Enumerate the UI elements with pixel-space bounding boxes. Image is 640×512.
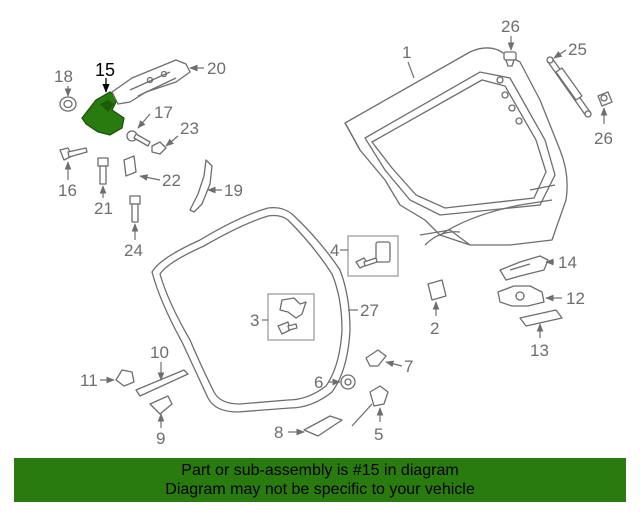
clip-7-part[interactable]	[365, 349, 387, 367]
bolt-16-part[interactable]	[59, 147, 88, 161]
nut-11-part[interactable]	[115, 369, 135, 387]
callout-27: 27	[360, 301, 379, 320]
hinge-nut-part[interactable]	[151, 141, 167, 155]
ball-stud-lower-part[interactable]	[597, 91, 613, 107]
info-banner-line-1: Part or sub-assembly is #15 in diagram	[181, 462, 459, 479]
callout-13: 13	[530, 341, 549, 360]
callout-3: 3	[250, 311, 259, 330]
callout-24: 24	[124, 241, 143, 260]
callout-12: 12	[566, 289, 585, 308]
callout-1: 1	[402, 43, 411, 62]
callout-26-right: 26	[594, 129, 613, 148]
callout-14: 14	[558, 253, 577, 272]
liftgate-part[interactable]	[344, 47, 568, 246]
rod-5-part[interactable]	[351, 385, 389, 427]
callout-11: 11	[80, 371, 98, 390]
callout-23: 23	[180, 119, 199, 138]
callout-21: 21	[94, 199, 113, 218]
latch-12-part[interactable]	[497, 285, 545, 307]
clip-9-part[interactable]	[149, 395, 173, 415]
callout-16: 16	[58, 181, 77, 200]
parts-box-4[interactable]	[347, 235, 399, 277]
callout-15-highlighted: 15	[95, 60, 115, 80]
bracket-14-part[interactable]	[499, 255, 549, 281]
bolt-24-part[interactable]	[129, 195, 141, 223]
bolt-21-part[interactable]	[97, 157, 109, 185]
callout-19: 19	[224, 181, 243, 200]
callout-25: 25	[568, 40, 587, 59]
latch-cover-2-part[interactable]	[427, 279, 447, 301]
callout-5: 5	[374, 425, 383, 444]
parts-box-3[interactable]	[267, 293, 315, 341]
grommet-6-part[interactable]	[340, 374, 356, 390]
callout-6: 6	[314, 373, 323, 392]
trim-19-part[interactable]	[189, 159, 213, 213]
hinge-bolt-part[interactable]	[126, 130, 151, 147]
guide-10-part[interactable]	[135, 369, 189, 397]
callout-18: 18	[54, 67, 73, 86]
gas-strut-part[interactable]	[546, 56, 592, 118]
callout-7: 7	[404, 357, 413, 376]
callout-8: 8	[274, 423, 283, 442]
callout-26-top: 26	[501, 17, 520, 36]
hinge-cover-part[interactable]	[111, 59, 191, 105]
bracket-8-part[interactable]	[303, 415, 343, 437]
callout-20: 20	[207, 59, 226, 78]
ball-stud-upper-part[interactable]	[503, 51, 517, 67]
callout-2: 2	[430, 319, 439, 338]
parts-diagram: 1 26 25 26 15 20 18 17 23 16 21 22 19 24…	[54, 17, 613, 448]
callout-22: 22	[162, 171, 181, 190]
callout-17: 17	[154, 103, 173, 122]
plate-13-part[interactable]	[519, 309, 563, 327]
leader-lines	[64, 36, 608, 436]
callout-10: 10	[150, 343, 169, 362]
grommet-part[interactable]	[59, 96, 77, 112]
info-banner: Part or sub-assembly is #15 in diagram D…	[14, 458, 626, 502]
weatherstrip-seal-part[interactable]	[151, 206, 351, 413]
callout-9: 9	[156, 429, 165, 448]
callout-numbers: 1 26 25 26 15 20 18 17 23 16 21 22 19 24…	[54, 17, 613, 448]
info-banner-line-2: Diagram may not be specific to your vehi…	[165, 481, 475, 498]
callout-4: 4	[330, 241, 339, 260]
shim-22-part[interactable]	[123, 155, 137, 177]
